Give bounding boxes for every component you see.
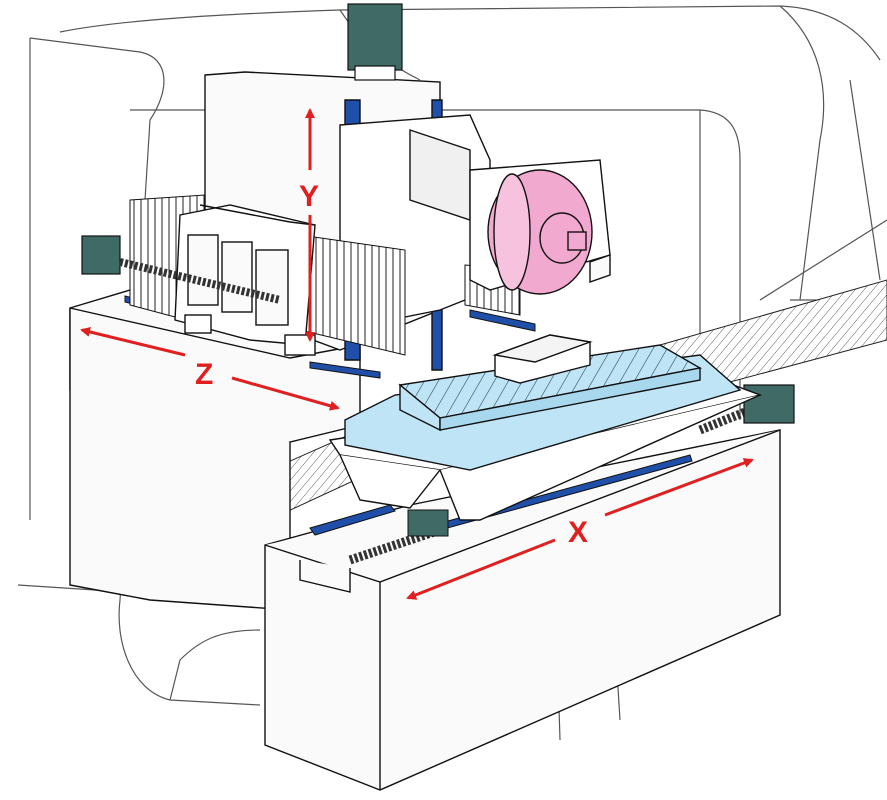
worktable: [344, 344, 742, 471]
z-base: [69, 289, 361, 611]
axis-label-z: Z: [195, 358, 213, 391]
ballscrew-icon: [81, 235, 281, 304]
x-ballscrew: [348, 384, 795, 565]
grinding-wheel-icon: [487, 169, 593, 295]
z-saddle: [174, 204, 316, 356]
axis-label-x: X: [568, 516, 588, 549]
workpiece: [492, 334, 593, 384]
axis-label-y: Y: [299, 180, 319, 213]
motor-icon: [347, 3, 403, 81]
arrow-z-icon: [80, 327, 340, 411]
arrow-x-icon: [406, 458, 754, 600]
